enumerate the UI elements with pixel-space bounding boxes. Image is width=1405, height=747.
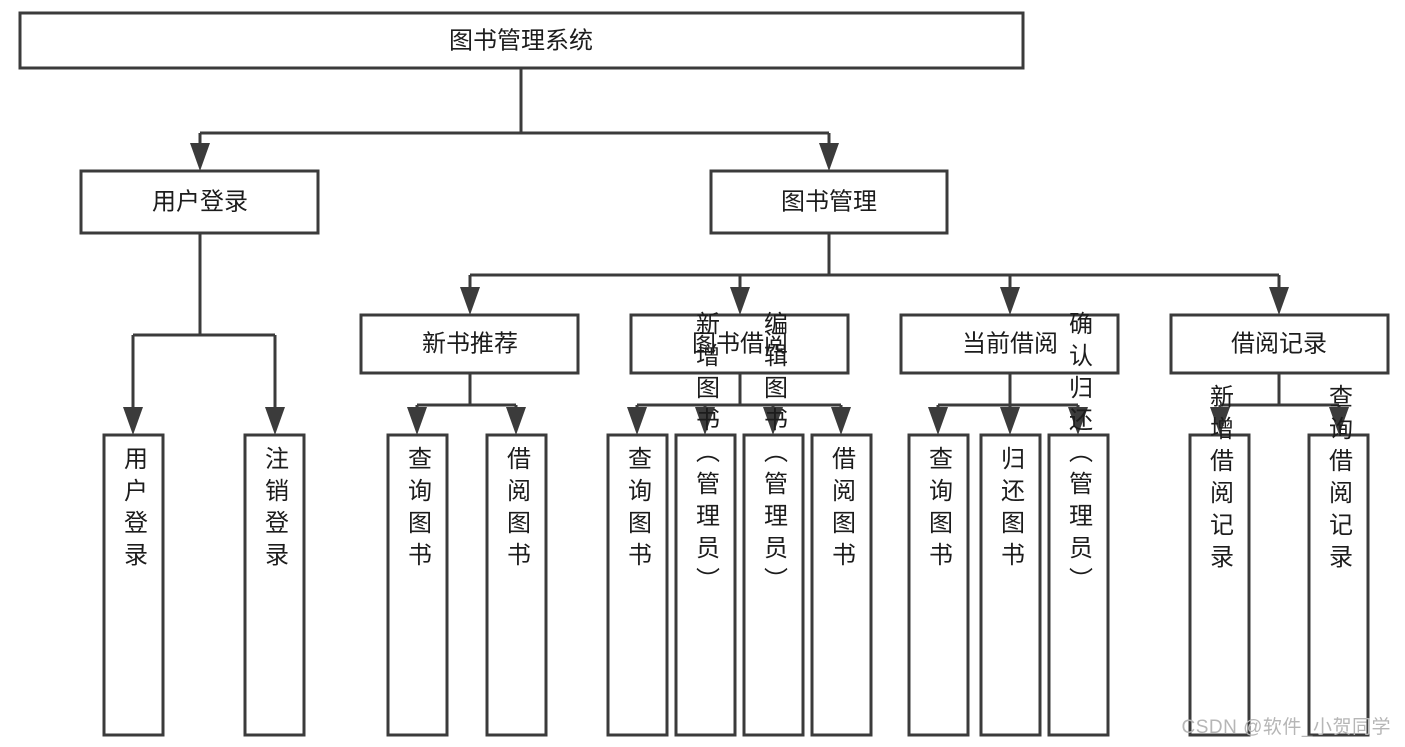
node-current-query-book[interactable]: 查询图书 — [907, 433, 970, 737]
node-borrow-edit-book-label: 编辑图书（管理员） — [760, 311, 788, 599]
node-borrow-borrow-book-box[interactable] — [810, 433, 873, 737]
node-user-logout-leaf-box[interactable] — [243, 433, 306, 737]
node-borrow-query-book-box[interactable] — [606, 433, 669, 737]
node-root-label: 图书管理系统 — [449, 27, 593, 54]
arrow-head-records-query-record — [1329, 407, 1349, 435]
node-borrow-borrow-book[interactable]: 借阅图书 — [810, 433, 873, 737]
node-root-box[interactable] — [18, 11, 1025, 70]
node-user-login-leaf-label: 用户登录 — [120, 446, 148, 574]
node-records-query-record-label: 查询借阅记录 — [1325, 384, 1353, 576]
arrow-head-recommend-query-book — [407, 407, 427, 435]
node-borrow-borrow-book-label: 借阅图书 — [828, 446, 856, 574]
node-records-add-record-box[interactable] — [1188, 433, 1251, 737]
arrow-head-user-logout-leaf — [265, 407, 285, 435]
node-book-management-box[interactable] — [709, 169, 949, 235]
node-borrow-add-book-box[interactable] — [674, 433, 737, 737]
arrow-head-current-borrow — [1000, 287, 1020, 315]
arrow-head-book-borrow — [730, 287, 750, 315]
arrow-head-new-book-recommend — [460, 287, 480, 315]
node-borrow-query-book-label: 查询图书 — [624, 446, 652, 574]
node-user-login-leaf[interactable]: 用户登录 — [102, 433, 165, 737]
node-borrow-records[interactable]: 借阅记录 — [1169, 313, 1390, 375]
node-borrow-add-book-label: 新增图书（管理员） — [692, 311, 720, 599]
connector-layer — [123, 68, 1349, 435]
node-current-return-book[interactable]: 归还图书 — [979, 433, 1042, 737]
arrow-head-user-login-leaf — [123, 407, 143, 435]
node-recommend-query-book-box[interactable] — [386, 433, 449, 737]
arrow-head-borrow-add-book — [695, 407, 715, 435]
arrow-head-borrow-borrow-book — [831, 407, 851, 435]
node-user-login-label: 用户登录 — [152, 188, 248, 215]
node-book-borrow-label: 图书借阅 — [692, 330, 788, 357]
node-user-login-box[interactable] — [79, 169, 320, 235]
node-recommend-borrow-book[interactable]: 借阅图书 — [485, 433, 548, 737]
node-borrow-query-book[interactable]: 查询图书 — [606, 433, 669, 737]
node-user-login[interactable]: 用户登录 — [79, 169, 320, 235]
node-user-logout-leaf[interactable]: 注销登录 — [243, 433, 306, 737]
node-current-query-book-label: 查询图书 — [925, 446, 953, 574]
node-borrow-edit-book[interactable]: 编辑图书（管理员） — [742, 311, 805, 737]
node-new-book-recommend[interactable]: 新书推荐 — [359, 313, 580, 375]
node-records-add-record[interactable]: 新增借阅记录 — [1188, 384, 1251, 737]
arrow-head-borrow-query-book — [627, 407, 647, 435]
node-recommend-borrow-book-box[interactable] — [485, 433, 548, 737]
arrow-head-user-login — [190, 143, 210, 171]
node-recommend-query-book[interactable]: 查询图书 — [386, 433, 449, 737]
node-recommend-query-book-label: 查询图书 — [404, 446, 432, 574]
node-borrow-records-label: 借阅记录 — [1231, 330, 1327, 357]
node-records-query-record[interactable]: 查询借阅记录 — [1307, 384, 1370, 737]
node-borrow-edit-book-box[interactable] — [742, 433, 805, 737]
node-current-confirm-return-label: 确认归还（管理员） — [1065, 311, 1093, 599]
node-borrow-add-book[interactable]: 新增图书（管理员） — [674, 311, 737, 737]
arrow-head-current-confirm-return — [1068, 407, 1088, 435]
node-new-book-recommend-box[interactable] — [359, 313, 580, 375]
node-current-confirm-return-box[interactable] — [1047, 433, 1110, 737]
node-current-borrow-label: 当前借阅 — [962, 330, 1058, 357]
node-new-book-recommend-label: 新书推荐 — [422, 330, 518, 357]
node-current-confirm-return[interactable]: 确认归还（管理员） — [1047, 311, 1110, 737]
node-current-borrow-box[interactable] — [899, 313, 1120, 375]
node-current-borrow[interactable]: 当前借阅 — [899, 313, 1120, 375]
watermark-label: CSDN @软件_小贺同学 — [1181, 717, 1391, 738]
node-root[interactable]: 图书管理系统 — [18, 11, 1025, 70]
node-records-add-record-label: 新增借阅记录 — [1206, 384, 1234, 576]
arrow-head-records-add-record — [1210, 407, 1230, 435]
node-book-borrow-box[interactable] — [629, 313, 850, 375]
node-user-login-leaf-box[interactable] — [102, 433, 165, 737]
node-current-return-book-box[interactable] — [979, 433, 1042, 737]
node-current-return-book-label: 归还图书 — [997, 446, 1025, 574]
node-current-query-book-box[interactable] — [907, 433, 970, 737]
node-user-logout-leaf-label: 注销登录 — [261, 446, 289, 574]
arrow-head-current-query-book — [928, 407, 948, 435]
arrow-head-recommend-borrow-book — [506, 407, 526, 435]
arrow-head-borrow-edit-book — [763, 407, 783, 435]
node-book-management[interactable]: 图书管理 — [709, 169, 949, 235]
arrow-head-book-management — [819, 143, 839, 171]
arrow-head-borrow-records — [1269, 287, 1289, 315]
arrow-head-current-return-book — [1000, 407, 1020, 435]
node-book-borrow[interactable]: 图书借阅 — [629, 313, 850, 375]
node-recommend-borrow-book-label: 借阅图书 — [503, 446, 531, 574]
node-records-query-record-box[interactable] — [1307, 433, 1370, 737]
node-borrow-records-box[interactable] — [1169, 313, 1390, 375]
node-book-management-label: 图书管理 — [781, 188, 877, 215]
